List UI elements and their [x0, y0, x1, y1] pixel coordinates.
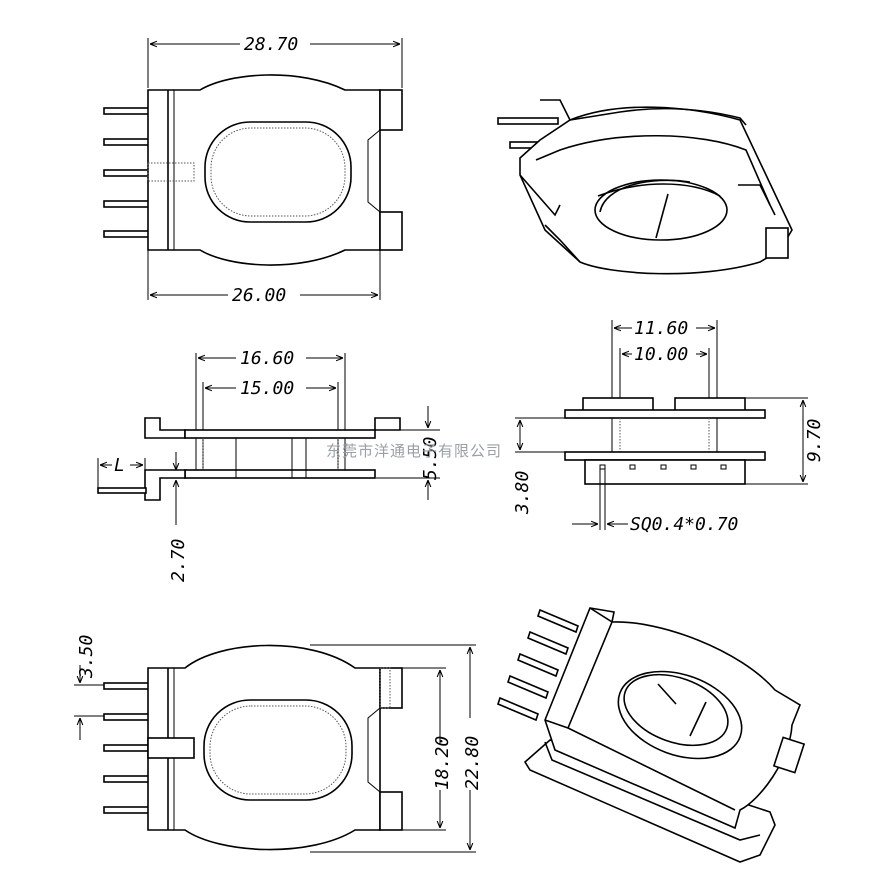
- bottom-view-pins: [103, 682, 151, 814]
- front-view-pin-marks: [599, 464, 727, 470]
- front-view: 11.60 10.00 3.80 9.70: [512, 318, 825, 535]
- watermark: 东莞市洋通电子有限公司: [326, 442, 502, 460]
- side-view: 16.60 15.00 L 2.70: [97, 348, 441, 582]
- dim-pin-section: SQ0.4*0.70: [630, 514, 738, 535]
- isometric-view-bottom: [497, 607, 806, 863]
- bottom-view: 3.50 18.20 22.80: [74, 635, 483, 853]
- top-view-pins: [103, 107, 151, 238]
- dim-body-depth: 18.20: [432, 736, 453, 790]
- top-view: 28.70 26.00: [103, 34, 403, 306]
- dim-side-height: 5.50: [420, 437, 441, 480]
- dim-flange-outer: 16.60: [240, 348, 294, 369]
- dim-flange-inner: 15.00: [240, 378, 294, 399]
- dim-pin-spacing-outer: 11.60: [634, 318, 688, 339]
- dim-base-height: 3.80: [512, 471, 533, 515]
- dim-top-width: 28.70: [244, 34, 298, 55]
- dim-bottom-width: 26.00: [232, 285, 286, 306]
- isometric-pins: [497, 608, 579, 722]
- dim-total-height: 9.70: [804, 419, 825, 462]
- dim-overall-depth: 22.80: [462, 736, 483, 790]
- dim-lead-length: L: [114, 455, 125, 476]
- dim-pin-spacing-inner: 10.00: [634, 344, 688, 365]
- dim-pin-offset: 2.70: [168, 539, 189, 582]
- isometric-view-top: [497, 99, 793, 275]
- dim-pin-pitch: 3.50: [76, 635, 97, 679]
